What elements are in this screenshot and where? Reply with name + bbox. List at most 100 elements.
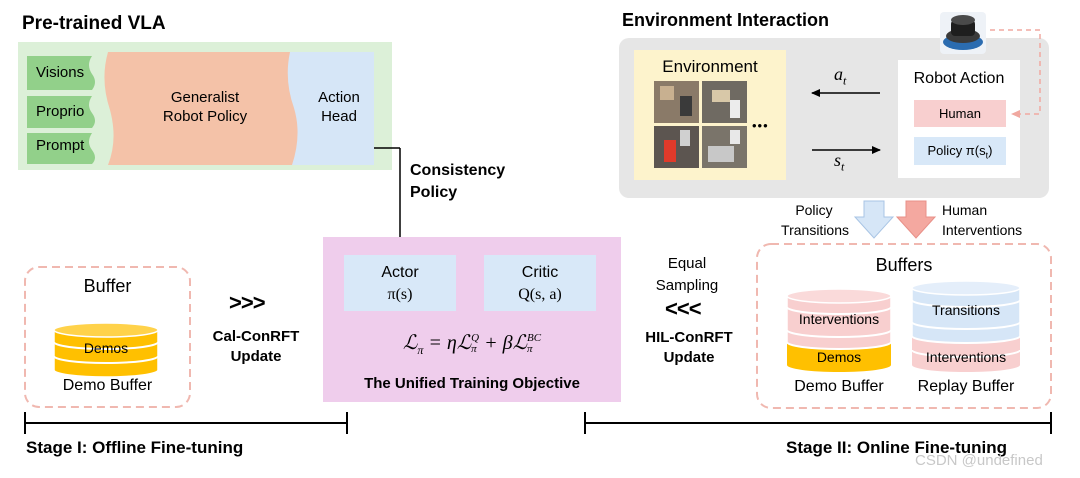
formula-bc-sup: BC bbox=[527, 332, 542, 345]
online-update-line1: HIL-ConRFT bbox=[645, 329, 733, 346]
policy-transitions-arrow bbox=[853, 200, 895, 239]
formula-eq: = ηℒ bbox=[423, 332, 472, 354]
consistency-line1: Consistency bbox=[410, 162, 506, 179]
env-image-1-detail bbox=[660, 86, 674, 100]
env-image-3-detail bbox=[664, 140, 676, 162]
vla-input-visions bbox=[27, 56, 95, 90]
actor-math: π(s) bbox=[387, 286, 413, 303]
stage1-label: Stage I: Offline Fine-tuning bbox=[26, 438, 244, 457]
critic-title: Critic bbox=[521, 264, 559, 281]
vla-input-label-proprio: Proprio bbox=[36, 103, 85, 120]
vla-generalist-policy bbox=[104, 52, 303, 165]
human-box bbox=[914, 100, 1006, 127]
equal-sampling-label: Equal Sampling bbox=[632, 253, 742, 297]
vla-policy-line1: Generalist bbox=[170, 89, 240, 106]
env-image-4-detail2 bbox=[730, 130, 740, 144]
human-interventions-label: Human Interventions bbox=[942, 200, 1022, 240]
human-intervention-link bbox=[990, 29, 1041, 118]
online-arrows: <<< bbox=[665, 296, 702, 321]
policy-label-close: ) bbox=[988, 143, 993, 158]
env-image-2-detail2 bbox=[730, 100, 740, 118]
vla-input-prompt bbox=[27, 133, 95, 164]
online-update-line2: Update bbox=[663, 349, 715, 366]
online-update-label: HIL-ConRFT Update bbox=[628, 328, 750, 368]
stage2-label: Stage II: Online Fine-tuning bbox=[786, 438, 1007, 457]
formula-lhs: ℒ bbox=[402, 332, 418, 354]
offline-update-line1: Cal-ConRFT bbox=[212, 328, 300, 345]
vla-policy-label: Generalist Robot Policy bbox=[130, 88, 280, 126]
consistency-policy-label: Consistency Policy bbox=[410, 160, 505, 204]
human-label: Human bbox=[939, 106, 981, 121]
action-symbol: a bbox=[834, 64, 843, 84]
actor-box bbox=[344, 255, 456, 311]
watermark: CSDN @undefined bbox=[915, 452, 1043, 469]
online-interventions-label: Interventions bbox=[798, 311, 880, 327]
vla-head-line2: Head bbox=[321, 108, 357, 125]
replay-buffer-label: Replay Buffer bbox=[917, 378, 1015, 395]
critic-box bbox=[484, 255, 596, 311]
formula-lhs-sub: π bbox=[417, 343, 424, 357]
policy-transitions-line1: Policy bbox=[795, 202, 833, 218]
stage2-timeline bbox=[584, 412, 1052, 434]
state-symbol: s bbox=[834, 150, 842, 170]
equal-sampling-line2: Sampling bbox=[655, 277, 719, 294]
env-image-4-detail bbox=[708, 146, 734, 162]
formula-plus: + βℒ bbox=[479, 332, 527, 354]
actor-label: Actor π(s) bbox=[344, 262, 456, 306]
robot-action-title: Robot Action bbox=[913, 70, 1005, 87]
online-demo-cylinder bbox=[786, 288, 892, 373]
critic-math: Q(s, a) bbox=[518, 286, 562, 303]
vla-head-line1: Action bbox=[318, 89, 360, 106]
offline-arrows: >>> bbox=[229, 290, 266, 315]
online-demo-buffer-label: Demo Buffer bbox=[794, 378, 884, 395]
equal-sampling-line1: Equal bbox=[667, 255, 707, 272]
formula-q-sup: Q bbox=[471, 332, 480, 345]
state-label: st bbox=[834, 150, 844, 175]
offline-demo-cylinder bbox=[53, 322, 159, 378]
actor-title: Actor bbox=[381, 264, 419, 281]
policy-label-sub: t bbox=[985, 150, 989, 161]
replay-cylinder bbox=[911, 280, 1021, 373]
vla-head-label: Action Head bbox=[302, 88, 376, 126]
online-buffers-box bbox=[756, 243, 1052, 409]
critic-label: Critic Q(s, a) bbox=[484, 262, 596, 306]
vla-input-label-visions: Visions bbox=[36, 64, 85, 81]
env-environment-label: Environment bbox=[662, 57, 758, 76]
replay-transitions-label: Transitions bbox=[932, 302, 1000, 318]
offline-demos-label: Demos bbox=[83, 340, 129, 356]
vla-input-proprio bbox=[27, 96, 95, 128]
env-image-1-detail2 bbox=[680, 96, 692, 116]
vla-policy-line2: Robot Policy bbox=[162, 108, 248, 125]
vla-title: Pre-trained VLA bbox=[22, 13, 166, 34]
offline-buffer-box bbox=[24, 266, 191, 408]
offline-demo-buffer-label: Demo Buffer bbox=[62, 377, 153, 394]
spacemouse-icon bbox=[940, 12, 986, 54]
vla-action-head bbox=[287, 52, 374, 165]
offline-buffer-title: Buffer bbox=[83, 276, 132, 296]
online-buffers-title: Buffers bbox=[875, 255, 933, 275]
env-title: Environment Interaction bbox=[622, 10, 830, 30]
policy-label: Policy π(st) bbox=[914, 143, 1006, 161]
human-interventions-line1: Human bbox=[942, 202, 988, 218]
env-image-2-detail bbox=[712, 90, 730, 102]
human-interventions-line2: Interventions bbox=[942, 222, 1023, 238]
action-label: at bbox=[834, 64, 846, 89]
online-demos-label: Demos bbox=[816, 349, 862, 365]
env-ellipsis: ••• bbox=[752, 118, 769, 133]
replay-interventions-label: Interventions bbox=[925, 349, 1007, 365]
formula-q-sub: π bbox=[471, 343, 477, 356]
offline-update-label: Cal-ConRFT Update bbox=[195, 327, 317, 367]
state-subscript: t bbox=[841, 159, 845, 174]
objective-caption: The Unified Training Objective bbox=[364, 375, 580, 392]
policy-transitions-label: Policy Transitions bbox=[749, 200, 849, 240]
offline-update-line2: Update bbox=[230, 348, 282, 365]
consistency-line2: Policy bbox=[410, 184, 458, 201]
human-interventions-arrow bbox=[895, 200, 937, 239]
stage1-timeline bbox=[24, 412, 348, 434]
vla-input-label-prompt: Prompt bbox=[36, 137, 85, 154]
policy-label-text: Policy π(s bbox=[927, 143, 986, 158]
